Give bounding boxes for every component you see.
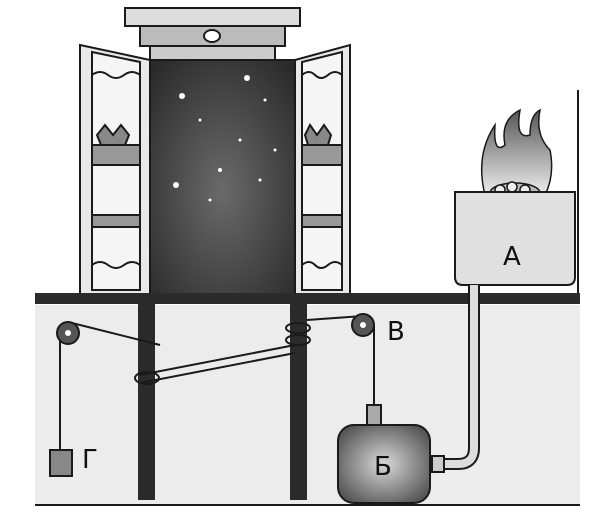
weight-g [49, 449, 73, 477]
label-b: Б [374, 452, 392, 482]
door-axle-left [138, 304, 155, 500]
fire [480, 108, 553, 204]
temple-interior-night [149, 59, 296, 298]
pulley-left [56, 321, 80, 345]
vessel-b-neck [366, 404, 382, 428]
right-door [294, 43, 351, 298]
pipe-joint [431, 455, 445, 473]
left-door [79, 43, 151, 298]
vessel-b [337, 424, 431, 504]
temple-cornice [124, 7, 301, 61]
label-v: В [387, 317, 405, 347]
underground-area [35, 305, 580, 505]
ropes [59, 315, 375, 450]
vessel-a [454, 191, 576, 286]
pulley-v [351, 313, 375, 337]
altar-slab [35, 293, 580, 304]
label-a: А [503, 242, 521, 272]
label-g: Г [82, 445, 98, 475]
stars [173, 59, 277, 202]
